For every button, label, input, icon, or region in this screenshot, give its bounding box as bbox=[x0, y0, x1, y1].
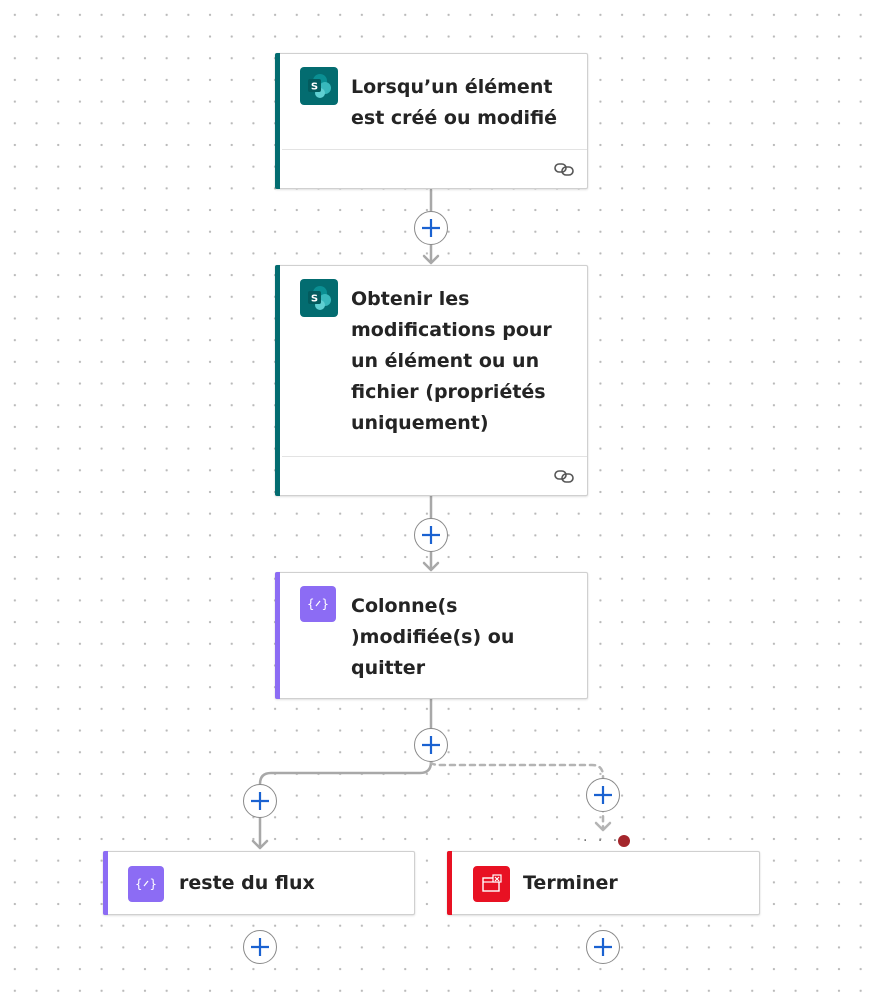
link-icon[interactable] bbox=[553, 159, 575, 179]
svg-text:S: S bbox=[311, 294, 318, 305]
condition-accent bbox=[275, 572, 280, 699]
branch-left-title: reste du flux bbox=[179, 872, 315, 894]
condition-card[interactable]: { } Colonne(s )modifiée(s) ou quitter bbox=[275, 572, 588, 699]
plus-icon bbox=[422, 219, 440, 237]
branch-left-card[interactable]: { } reste du flux bbox=[103, 851, 415, 915]
plus-icon bbox=[594, 786, 612, 804]
trigger-footer bbox=[282, 149, 587, 188]
more-options-dots[interactable]: · · · bbox=[583, 833, 621, 849]
get-changes-title: Obtenir les modifications pour un élémen… bbox=[351, 288, 552, 434]
get-changes-card[interactable]: S Obtenir les modifications pour un élém… bbox=[275, 265, 588, 496]
variable-icon: { } bbox=[300, 586, 336, 622]
plus-icon bbox=[251, 792, 269, 810]
sharepoint-icon: S bbox=[300, 67, 338, 105]
insert-step-button[interactable] bbox=[243, 930, 277, 964]
sharepoint-icon: S bbox=[300, 279, 338, 317]
trigger-title: Lorsqu’un élément est créé ou modifié bbox=[351, 76, 558, 129]
branch-left-accent bbox=[103, 851, 108, 915]
insert-step-button[interactable] bbox=[414, 211, 448, 245]
get-changes-footer bbox=[282, 456, 587, 495]
terminate-icon bbox=[473, 866, 510, 902]
insert-step-button[interactable] bbox=[586, 778, 620, 812]
insert-step-button[interactable] bbox=[414, 728, 448, 762]
variable-icon: { } bbox=[128, 866, 164, 902]
get-changes-accent bbox=[275, 265, 280, 496]
branch-right-title: Terminer bbox=[523, 872, 618, 894]
trigger-accent bbox=[275, 53, 280, 189]
insert-step-button[interactable] bbox=[243, 784, 277, 818]
insert-step-button[interactable] bbox=[414, 518, 448, 552]
insert-step-button[interactable] bbox=[586, 930, 620, 964]
plus-icon bbox=[422, 736, 440, 754]
link-icon[interactable] bbox=[553, 466, 575, 486]
plus-icon bbox=[251, 938, 269, 956]
error-indicator-dot bbox=[618, 835, 630, 847]
branch-right-accent bbox=[447, 851, 452, 915]
trigger-card[interactable]: S Lorsqu’un élément est créé ou modifié bbox=[275, 53, 588, 189]
branch-right-card[interactable]: Terminer bbox=[447, 851, 760, 915]
plus-icon bbox=[422, 526, 440, 544]
svg-text:S: S bbox=[311, 82, 318, 93]
condition-title: Colonne(s )modifiée(s) ou quitter bbox=[351, 595, 515, 679]
plus-icon bbox=[594, 938, 612, 956]
